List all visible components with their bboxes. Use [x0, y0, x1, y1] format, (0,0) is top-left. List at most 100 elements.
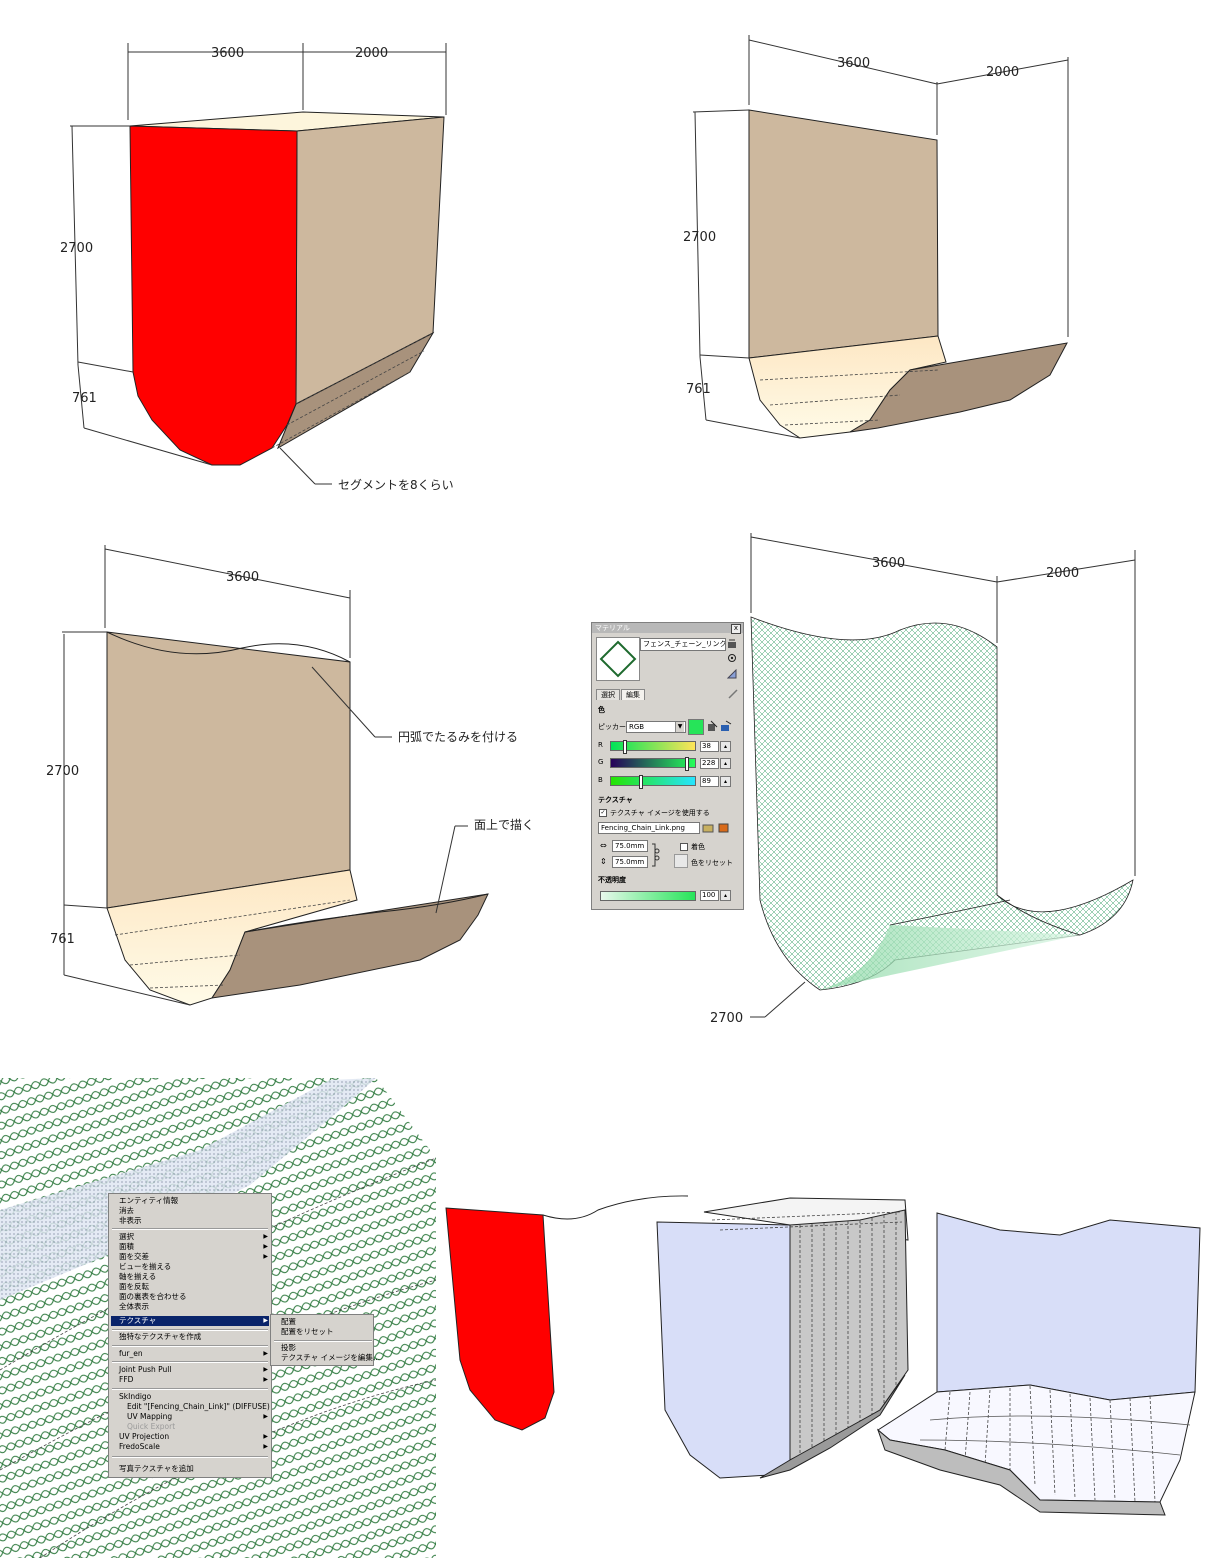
- create-material-icon[interactable]: [727, 639, 737, 649]
- opacity-slider[interactable]: [600, 891, 696, 901]
- submenu-item-edit-texture-image[interactable]: テクスチャ イメージを編集...: [281, 1353, 381, 1362]
- menu-item-area[interactable]: 面積: [119, 1242, 134, 1251]
- tab-select[interactable]: 選択: [596, 689, 620, 700]
- texture-file-field[interactable]: Fencing_Chain_Link.png: [598, 822, 700, 834]
- figure-3-backdrop: 3600 2700 761 円弧でたるみを付ける 面上で描く: [46, 545, 534, 1006]
- material-name-field[interactable]: フェンス_チェーン_リンク: [640, 638, 726, 651]
- menu-item-select[interactable]: 選択: [119, 1232, 134, 1241]
- channel-r-label: R: [598, 741, 603, 749]
- channel-b-slider[interactable]: [610, 775, 696, 789]
- menu-item-intersect[interactable]: 面を交差: [119, 1252, 149, 1261]
- submenu-arrow-icon: ▶: [263, 1253, 268, 1260]
- fig4-dim-width: 3600: [872, 556, 905, 571]
- channel-g-spinner[interactable]: ▴: [720, 758, 731, 769]
- fig4-dim-curve: 2700: [710, 1011, 743, 1026]
- current-color-swatch[interactable]: [688, 719, 704, 735]
- picker-select-value: RGB: [629, 723, 645, 731]
- menu-item-entity-info[interactable]: エンティティ情報: [119, 1196, 179, 1205]
- submenu-item-projected[interactable]: 投影: [281, 1343, 296, 1352]
- menu-separator: [112, 1456, 268, 1458]
- menu-item-hide[interactable]: 非表示: [119, 1216, 142, 1225]
- menu-item-fredoscale[interactable]: FredoScale: [119, 1442, 160, 1451]
- menu-separator: [112, 1329, 268, 1331]
- menu-item-skindigo[interactable]: SkIndigo: [119, 1392, 152, 1401]
- submenu-item-reset-position[interactable]: 配置をリセット: [281, 1327, 334, 1336]
- browse-folder-icon[interactable]: [702, 821, 714, 835]
- texture-width-field[interactable]: 75.0mm: [612, 840, 648, 852]
- menu-item-uv-mapping[interactable]: UV Mapping: [127, 1412, 173, 1421]
- fig3-dim-height: 2700: [46, 764, 79, 779]
- result-draped-shape: [876, 1212, 1201, 1516]
- menu-item-edit-diffuse[interactable]: Edit "[Fencing_Chain_Link]" (DIFFUSE): [127, 1402, 270, 1411]
- channel-r-spinner[interactable]: ▴: [720, 741, 731, 752]
- use-texture-checkbox[interactable]: ✓: [599, 809, 607, 817]
- close-button[interactable]: x: [731, 624, 741, 634]
- details-icon[interactable]: [727, 653, 737, 663]
- fig2-dim-bottom: 761: [686, 382, 711, 397]
- channel-b-value[interactable]: 89: [700, 776, 719, 787]
- channel-b-spinner[interactable]: ▴: [720, 776, 731, 787]
- material-panel: マテリアル x フェンス_チェーン_リンク 選択編集 色 ピッカー: RGB ▼…: [591, 622, 744, 910]
- fig3-dim-width: 3600: [226, 570, 259, 585]
- texture-section-label: テクスチャ: [598, 796, 633, 804]
- width-arrows-icon: ⇔: [600, 841, 607, 850]
- opacity-value[interactable]: 100: [700, 890, 719, 901]
- submenu-arrow-icon: ▶: [263, 1376, 268, 1383]
- submenu-arrow-icon: ▶: [263, 1233, 268, 1240]
- submenu-arrow-icon: ▶: [263, 1317, 268, 1324]
- picker-label: ピッカー:: [598, 723, 629, 731]
- menu-item-zoom-extents[interactable]: 全体表示: [119, 1302, 149, 1311]
- menu-item-align-view[interactable]: ビューを揃える: [119, 1262, 172, 1271]
- menu-item-align-axes[interactable]: 軸を揃える: [119, 1272, 157, 1281]
- material-tabs: 選択編集: [596, 689, 646, 700]
- sample-paint-icon[interactable]: [728, 689, 738, 701]
- menu-item-uv-projection[interactable]: UV Projection: [119, 1432, 170, 1441]
- reset-color-swatch[interactable]: [674, 854, 688, 868]
- submenu-item-position[interactable]: 配置: [281, 1317, 296, 1326]
- aspect-lock-chain-icon[interactable]: [650, 842, 660, 870]
- fig3-dim-bottom: 761: [50, 932, 75, 947]
- slider-thumb[interactable]: [639, 775, 643, 789]
- fig3-note-arc: 円弧でたるみを付ける: [398, 730, 518, 744]
- match-color-model-icon[interactable]: [706, 720, 718, 734]
- channel-g-slider[interactable]: [610, 757, 696, 771]
- channel-g-value[interactable]: 228: [700, 758, 719, 769]
- colorize-checkbox[interactable]: [680, 843, 688, 851]
- use-texture-label: テクスチャ イメージを使用する: [610, 809, 710, 817]
- menu-item-texture[interactable]: テクスチャ: [119, 1316, 157, 1325]
- paint-bucket-icon[interactable]: [726, 668, 737, 679]
- menu-separator: [112, 1361, 268, 1363]
- edit-texture-icon[interactable]: [718, 821, 730, 835]
- menu-item-ffd[interactable]: FFD: [119, 1375, 134, 1384]
- menu-item-fur-en[interactable]: fur_en: [119, 1349, 143, 1358]
- fig4-dim-depth: 2000: [1046, 566, 1079, 581]
- result-red-profile: [445, 1195, 689, 1431]
- menu-item-quick-export: Quick Export: [127, 1422, 176, 1431]
- menu-item-add-photo-texture[interactable]: 写真テクスチャを追加: [119, 1464, 194, 1473]
- fig1-dim-height: 2700: [60, 241, 93, 256]
- opacity-spinner[interactable]: ▴: [720, 890, 731, 901]
- fig2-dim-height: 2700: [683, 230, 716, 245]
- menu-item-joint-push-pull[interactable]: Joint Push Pull: [119, 1365, 172, 1374]
- channel-r-slider[interactable]: [610, 740, 696, 754]
- submenu-arrow-icon: ▶: [263, 1243, 268, 1250]
- menu-item-orient-faces[interactable]: 面の裏表を合わせる: [119, 1292, 187, 1301]
- match-color-screen-icon[interactable]: [720, 720, 732, 734]
- submenu-arrow-icon: ▶: [263, 1350, 268, 1357]
- material-preview-swatch[interactable]: [596, 637, 640, 681]
- submenu-arrow-icon: ▶: [263, 1443, 268, 1450]
- submenu-arrow-icon: ▶: [263, 1433, 268, 1440]
- slider-thumb[interactable]: [623, 740, 627, 754]
- material-panel-title-bar[interactable]: マテリアル x: [592, 623, 743, 634]
- texture-height-field[interactable]: 75.0mm: [612, 856, 648, 868]
- fig1-right-face: [295, 116, 445, 405]
- menu-item-reverse-faces[interactable]: 面を反転: [119, 1282, 149, 1291]
- menu-item-make-unique-texture[interactable]: 独特なテクスチャを作成: [119, 1332, 202, 1341]
- fig3-back-wall: [106, 631, 351, 909]
- channel-r-value[interactable]: 38: [700, 741, 719, 752]
- slider-thumb[interactable]: [685, 757, 689, 771]
- fig2-dim-depth: 2000: [986, 65, 1019, 80]
- tab-edit[interactable]: 編集: [621, 689, 645, 700]
- menu-item-erase[interactable]: 消去: [119, 1206, 134, 1215]
- picker-select[interactable]: RGB ▼: [626, 721, 686, 733]
